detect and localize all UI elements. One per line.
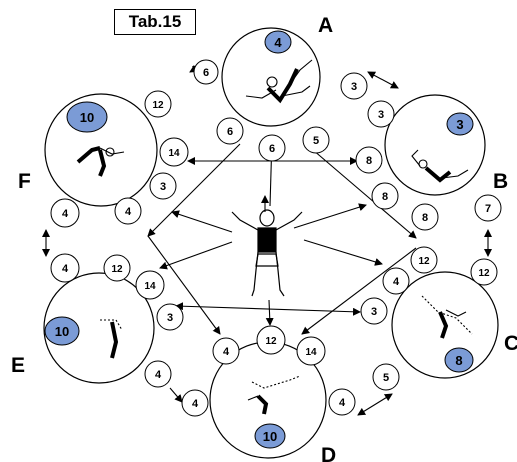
count-circle: 3 [150, 173, 176, 199]
station-b-badge: 3 [447, 113, 473, 135]
station-a-badge: 4 [265, 31, 291, 53]
svg-text:8: 8 [366, 155, 372, 167]
count-circle: 7 [475, 195, 501, 221]
count-circle: 4 [51, 254, 79, 282]
count-circle: 14 [160, 138, 188, 166]
count-circle: 12 [145, 91, 171, 117]
svg-text:4: 4 [125, 206, 132, 218]
svg-text:4: 4 [393, 276, 400, 288]
station-f-badge: 10 [67, 102, 107, 132]
svg-text:12: 12 [418, 256, 430, 267]
svg-text:12: 12 [265, 336, 277, 347]
svg-text:4: 4 [62, 208, 69, 220]
count-circle: 4 [213, 338, 239, 364]
count-circle: 4 [383, 268, 409, 294]
svg-text:4: 4 [155, 369, 162, 381]
svg-text:12: 12 [111, 264, 123, 275]
count-circle: 8 [356, 147, 382, 173]
svg-text:4: 4 [62, 263, 69, 275]
svg-text:4: 4 [223, 346, 230, 358]
svg-text:8: 8 [422, 212, 428, 224]
count-circle: 4 [182, 390, 208, 416]
svg-text:12: 12 [478, 268, 490, 279]
svg-text:4: 4 [192, 398, 199, 410]
count-circle: 4 [51, 199, 79, 227]
svg-text:14: 14 [168, 148, 180, 159]
svg-text:6: 6 [203, 67, 209, 79]
count-circle: 12 [411, 247, 437, 273]
station-d-letter: D [321, 444, 336, 462]
count-circle: 3 [157, 304, 183, 330]
svg-text:14: 14 [305, 347, 317, 358]
station-b-circle [385, 95, 485, 195]
svg-text:5: 5 [383, 372, 389, 384]
count-circle: 3 [341, 73, 367, 99]
svg-text:6: 6 [269, 143, 275, 155]
count-circle: 4 [115, 198, 141, 224]
count-circle: 6 [217, 118, 243, 144]
station-e-badge: 10 [45, 317, 79, 345]
svg-text:10: 10 [80, 110, 94, 125]
svg-text:14: 14 [144, 281, 156, 292]
svg-text:10: 10 [55, 324, 69, 339]
station-a-letter: A [318, 14, 333, 37]
svg-text:8: 8 [382, 191, 388, 203]
count-circle: 6 [259, 135, 285, 161]
count-circle: 4 [329, 389, 355, 415]
svg-text:3: 3 [371, 306, 377, 318]
count-circle: 12 [257, 326, 285, 354]
svg-text:12: 12 [152, 100, 164, 111]
count-circle: 5 [303, 127, 329, 153]
count-circle: 3 [368, 101, 394, 127]
count-circle: 8 [412, 204, 438, 230]
count-circle: 14 [136, 271, 164, 299]
svg-text:8: 8 [455, 353, 462, 368]
svg-text:3: 3 [351, 81, 357, 93]
svg-text:3: 3 [167, 312, 173, 324]
coach-figure [232, 210, 302, 296]
svg-text:6: 6 [227, 126, 233, 138]
count-circle: 14 [297, 337, 325, 365]
svg-text:3: 3 [378, 109, 384, 121]
svg-text:5: 5 [313, 135, 319, 147]
count-circle: 4 [145, 361, 171, 387]
station-c-letter: C [504, 332, 517, 355]
station-b-letter: B [493, 170, 508, 193]
count-circle: 5 [373, 364, 399, 390]
station-d-badge: 10 [255, 424, 285, 448]
count-circle: 6 [194, 60, 218, 84]
svg-text:4: 4 [339, 397, 346, 409]
svg-text:10: 10 [263, 429, 277, 444]
count-circle: 3 [361, 298, 387, 324]
svg-text:7: 7 [485, 203, 491, 215]
svg-text:3: 3 [160, 181, 166, 193]
station-c-badge: 8 [445, 348, 473, 372]
station-f-letter: F [18, 170, 31, 193]
count-circle: 12 [104, 255, 130, 281]
svg-text:4: 4 [274, 35, 282, 50]
count-circle: 8 [372, 183, 398, 209]
count-circle: 12 [471, 259, 497, 285]
station-e-letter: E [11, 354, 25, 377]
svg-text:3: 3 [456, 117, 463, 132]
